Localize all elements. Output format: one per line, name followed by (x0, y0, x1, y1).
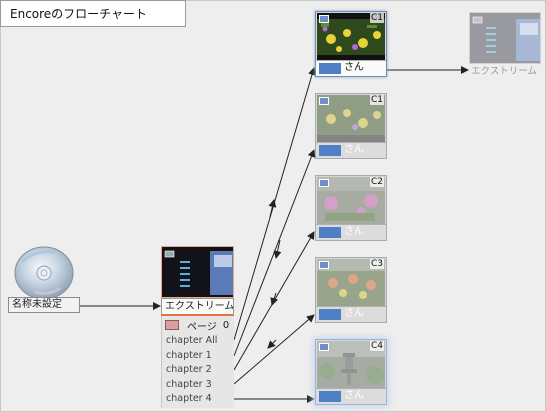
timeline-swatch (319, 391, 341, 402)
timeline-caption: C1 (369, 13, 384, 23)
menu-page-row[interactable]: ページ 0 (162, 316, 234, 334)
timeline-icon (319, 261, 329, 269)
flowchart-title: Encoreのフローチャート (0, 0, 186, 27)
timeline-name: さん (344, 144, 364, 155)
timeline-swatch (319, 309, 341, 320)
timeline-node-5[interactable]: C4 さん (315, 339, 387, 405)
page-icon (165, 320, 179, 330)
timeline-swatch (319, 63, 341, 74)
timeline-swatch (319, 227, 341, 238)
link-chapter3-to-timeline4 (233, 314, 315, 385)
menu-button-chapter-3[interactable]: chapter 3 (166, 378, 212, 390)
menu-buttons-panel: ページ 0 chapter All chapter 1 chapter 2 ch… (161, 316, 234, 408)
target-menu-thumbnail[interactable] (469, 12, 541, 64)
timeline-bar: さん (316, 224, 386, 240)
menu-thumbnail[interactable] (161, 246, 234, 298)
timeline-name: さん (344, 62, 364, 73)
menu-button-chapter-1[interactable]: chapter 1 (166, 349, 212, 361)
menu-page-label: ページ (187, 321, 217, 333)
timeline-name: さん (344, 226, 364, 237)
timeline-bar: さん (316, 388, 386, 404)
menu-page-number: 0 (222, 319, 230, 331)
return-arrow-4 (267, 339, 277, 349)
return-arrow-2 (273, 239, 282, 259)
timeline-icon (319, 15, 329, 23)
timeline-caption: C2 (369, 177, 384, 187)
menu-button-chapter-4[interactable]: chapter 4 (166, 393, 212, 404)
timeline-bar: さん (316, 142, 386, 158)
timeline-icon (319, 179, 329, 187)
target-menu-title[interactable]: エクストリーム サ (471, 66, 541, 77)
timeline-name: さん (344, 308, 364, 319)
timeline-node-3[interactable]: C2 さん (315, 175, 387, 241)
timeline-icon (319, 343, 329, 351)
menu-button-chapter-all[interactable]: chapter All (166, 335, 218, 346)
disc-icon[interactable] (14, 244, 74, 300)
return-arrow-3 (270, 292, 279, 306)
timeline-caption: C4 (369, 341, 384, 351)
timeline-caption: C1 (369, 95, 384, 105)
timeline-node-2[interactable]: C1 さん (315, 93, 387, 159)
timeline-bar: さん (316, 306, 386, 322)
timeline-node-4[interactable]: C3 さん (315, 257, 387, 323)
timeline-caption: C3 (369, 259, 384, 269)
disc-label[interactable]: 名称未設定 (8, 297, 80, 313)
timeline-icon (319, 97, 329, 105)
timeline-bar: さん (316, 60, 386, 76)
timeline-node-1[interactable]: C1 さん (315, 11, 387, 77)
menu-title[interactable]: エクストリーム サ (161, 298, 234, 316)
timeline-swatch (319, 145, 341, 156)
menu-button-chapter-2[interactable]: chapter 2 (166, 364, 212, 375)
return-arrow-1 (268, 199, 277, 218)
timeline-name: さん (344, 390, 364, 401)
